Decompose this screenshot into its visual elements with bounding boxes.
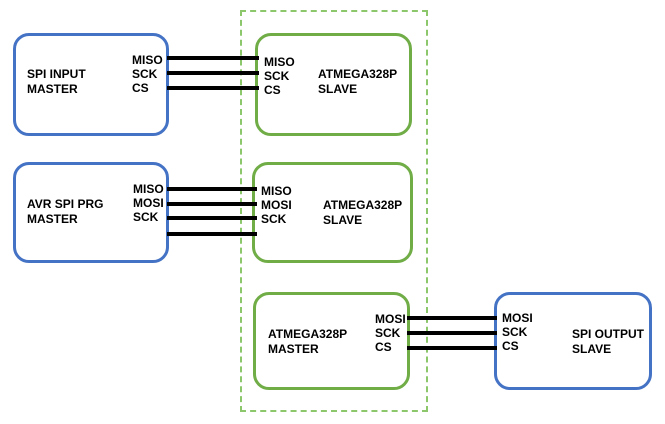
pin-label-cs: CS xyxy=(264,83,281,97)
system-boundary-dashed-box xyxy=(240,10,428,412)
wire-row1-cs xyxy=(167,86,259,90)
pin-labels: MOSI SCK CS xyxy=(502,311,533,353)
pin-label-sck: SCK xyxy=(375,326,401,340)
pin-label-cs: CS xyxy=(502,339,519,353)
node-title-line2: SLAVE xyxy=(572,342,612,356)
pin-label-mosi: MOSI xyxy=(502,311,533,325)
node-title-line1: SPI OUTPUT xyxy=(572,327,645,341)
pin-label-sck: SCK xyxy=(502,325,528,339)
pin-label-miso: MISO xyxy=(261,184,292,198)
node-spi-output-slave: MOSI SCK CS SPI OUTPUT SLAVE xyxy=(494,292,652,390)
pin-label-cs: CS xyxy=(132,81,149,95)
node-title-line1: ATMEGA328P xyxy=(318,67,398,81)
pin-label-mosi: MOSI xyxy=(133,196,164,210)
wire-row3-cs xyxy=(407,346,497,350)
wire-row3-mosi xyxy=(407,316,497,320)
node-title: ATMEGA328P MASTER xyxy=(268,327,347,357)
pin-label-sck: SCK xyxy=(261,212,287,226)
node-atmega328p-master: ATMEGA328P MASTER MOSI SCK CS xyxy=(253,292,410,390)
wire-row2-miso xyxy=(167,187,257,191)
node-title-line2: MASTER xyxy=(27,82,78,96)
pin-label-mosi: MOSI xyxy=(375,312,406,326)
node-title-line2: SLAVE xyxy=(323,213,363,227)
pin-label-sck: SCK xyxy=(133,210,159,224)
node-title: AVR SPI PRG MASTER xyxy=(27,197,103,227)
node-title-line1: ATMEGA328P xyxy=(268,327,348,341)
wire-row3-sck xyxy=(407,331,497,335)
pin-label-cs: CS xyxy=(375,340,392,354)
node-title-line1: AVR SPI PRG xyxy=(27,197,104,211)
node-title-line1: SPI INPUT xyxy=(27,67,86,81)
pin-label-miso: MISO xyxy=(132,53,163,67)
pin-label-sck: SCK xyxy=(132,67,158,81)
node-atmega328p-slave-1: MISO SCK CS ATMEGA328P SLAVE xyxy=(255,33,412,136)
node-spi-input-master: SPI INPUT MASTER MISO SCK CS xyxy=(13,33,169,136)
node-title-line2: MASTER xyxy=(27,212,78,226)
node-title: SPI OUTPUT SLAVE xyxy=(572,327,644,357)
pin-label-mosi: MOSI xyxy=(261,198,292,212)
pin-labels: MISO MOSI SCK xyxy=(261,184,292,226)
pin-label-sck: SCK xyxy=(264,69,290,83)
pin-labels: MISO MOSI SCK xyxy=(133,182,164,224)
wire-row2-sck xyxy=(167,216,257,220)
node-title-line2: MASTER xyxy=(268,342,319,356)
node-atmega328p-slave-2: MISO MOSI SCK ATMEGA328P SLAVE xyxy=(252,162,413,263)
pin-label-miso: MISO xyxy=(264,55,295,69)
node-title-line1: ATMEGA328P xyxy=(323,198,403,212)
wire-row2-unlabeled xyxy=(167,232,257,236)
node-title: ATMEGA328P SLAVE xyxy=(318,67,397,97)
pin-labels: MISO SCK CS xyxy=(264,55,295,97)
wire-row2-mosi xyxy=(167,202,257,206)
wire-row1-miso xyxy=(167,56,259,60)
node-title-line2: SLAVE xyxy=(318,82,358,96)
node-title: ATMEGA328P SLAVE xyxy=(323,198,402,228)
wire-row1-sck xyxy=(167,71,259,75)
pin-label-miso: MISO xyxy=(133,182,164,196)
node-title: SPI INPUT MASTER xyxy=(27,67,86,97)
pin-labels: MOSI SCK CS xyxy=(375,312,406,354)
pin-labels: MISO SCK CS xyxy=(132,53,163,95)
node-avr-spi-prg-master: AVR SPI PRG MASTER MISO MOSI SCK xyxy=(13,162,169,263)
